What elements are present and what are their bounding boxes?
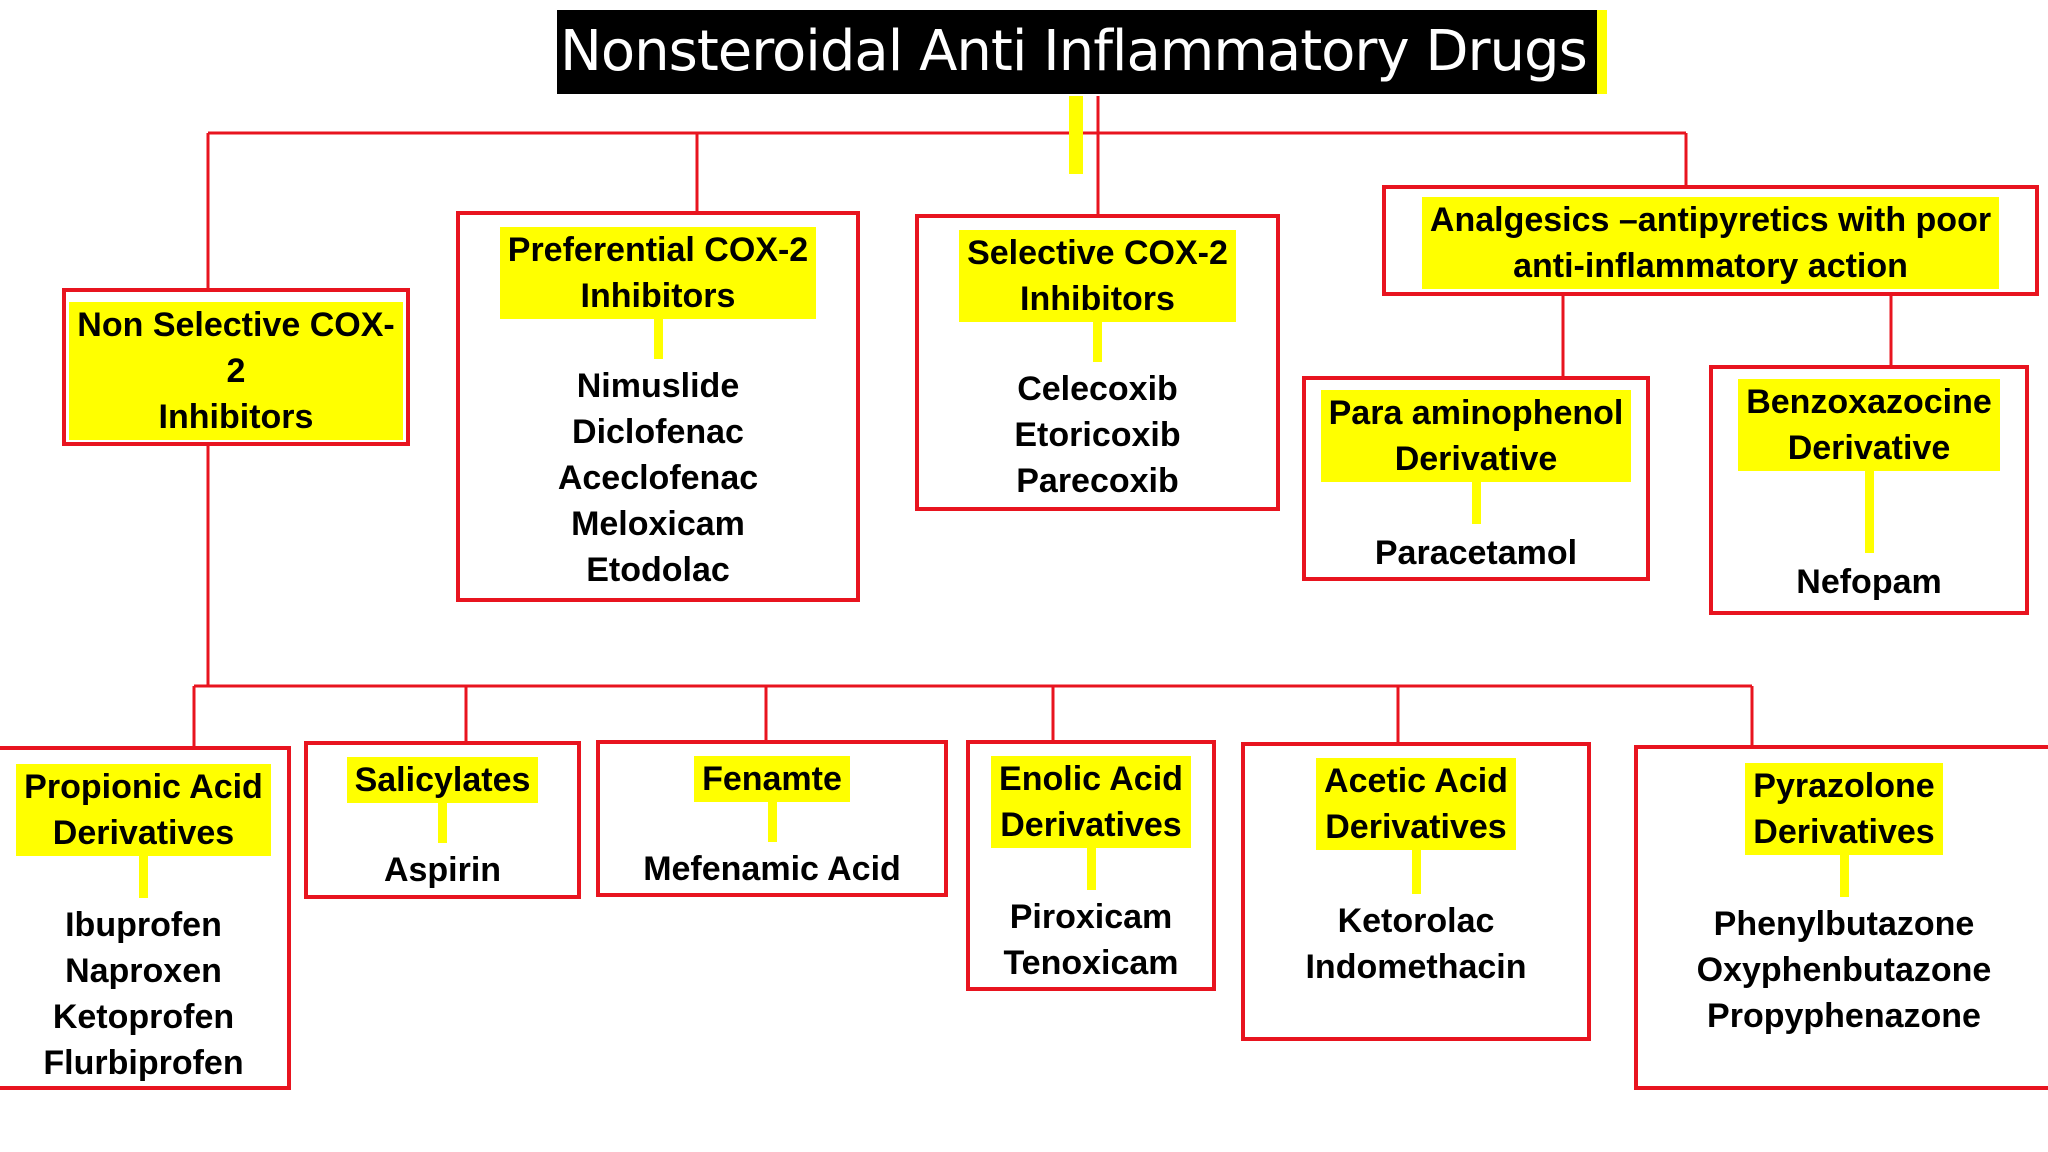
drug-name: Meloxicam: [571, 505, 745, 543]
drug-name: Aspirin: [383, 851, 502, 889]
acetic-heading-line: Acetic Acid: [1324, 762, 1508, 800]
drug-name: Nimuslide: [576, 367, 740, 405]
preferential-highlight-stem: [653, 319, 663, 359]
drug-name: Oxyphenbutazone: [1696, 951, 1992, 989]
drug-name: Tenoxicam: [1003, 944, 1179, 982]
title-highlight-marker: [1069, 96, 1083, 174]
enolic-highlight-stem: [1086, 848, 1096, 890]
drug-name: Ketoprofen: [52, 998, 235, 1036]
acetic-highlight-stem: [1411, 850, 1421, 894]
nonselective-heading-line: Inhibitors: [158, 398, 314, 436]
drug-name: Nefopam: [1796, 563, 1942, 601]
analgesics-box: Analgesics –antipyretics with poor anti-i…: [1382, 185, 2039, 296]
propionic-heading-line: Propionic Acid: [24, 768, 263, 806]
paraaminophenol-heading-line: Derivative: [1394, 440, 1558, 478]
drug-name: Flurbiprofen: [43, 1044, 244, 1082]
salicylates-highlight-stem: [438, 803, 447, 843]
diagram-title: Nonsteroidal Anti Inflammatory Drugs: [557, 10, 1600, 94]
analgesics-heading-line: anti-inflammatory action: [1513, 247, 1908, 285]
salicylates-heading: Salicylates: [346, 757, 539, 803]
benzoxazocine-heading-line: Benzoxazocine: [1746, 383, 1992, 421]
benzoxazocine-drug-list: Nefopam: [1713, 559, 2025, 605]
drug-name: Diclofenac: [572, 413, 744, 451]
fenamte-highlight-stem: [767, 802, 777, 842]
drug-name: Indomethacin: [1305, 948, 1527, 986]
drug-name: Etoricoxib: [1014, 416, 1181, 454]
pyrazolone-highlight-stem: [1839, 855, 1849, 897]
pyrazolone-heading-line: Pyrazolone: [1753, 767, 1935, 805]
drug-name: Celecoxib: [1017, 370, 1178, 408]
pyrazolone-heading-line: Derivatives: [1753, 813, 1935, 851]
paraaminophenol-drug-list: Paracetamol: [1306, 530, 1646, 576]
title-accent-bar: [1597, 10, 1607, 94]
drug-name: Phenylbutazone: [1713, 905, 1975, 943]
enolic-heading-line: Derivatives: [1000, 806, 1182, 844]
drug-name: Piroxicam: [1009, 898, 1173, 936]
drug-name: Naproxen: [65, 952, 222, 990]
selective-heading-line: Inhibitors: [1020, 280, 1175, 318]
propionic-highlight-stem: [139, 856, 148, 898]
fenamte-drug-list: Mefenamic Acid: [600, 846, 944, 892]
drug-name: Etodolac: [586, 551, 730, 589]
analgesics-heading-line: Analgesics –antipyretics with poor: [1429, 201, 1992, 239]
preferential-heading-line: Preferential COX-2: [507, 231, 809, 269]
salicylates-heading-line: Salicylates: [354, 761, 531, 799]
fenamte-heading: Fenamte: [694, 756, 850, 802]
drug-name: Ketorolac: [1337, 902, 1495, 940]
selective-highlight-stem: [1093, 322, 1102, 362]
analgesics-heading: Analgesics –antipyretics with poor anti-i…: [1421, 197, 2000, 289]
drug-name: Aceclofenac: [557, 459, 759, 497]
enolic-heading-line: Enolic Acid: [999, 760, 1183, 798]
preferential-heading-line: Inhibitors: [580, 277, 736, 315]
drug-name: Ibuprofen: [65, 906, 222, 944]
salicylates-drug-list: Aspirin: [308, 847, 577, 893]
benzoxazocine-heading-line: Derivative: [1787, 429, 1951, 467]
propionic-heading-line: Derivatives: [52, 814, 235, 852]
acetic-heading-line: Derivatives: [1325, 808, 1507, 846]
nonselective-heading-line: Non Selective COX-: [77, 306, 395, 344]
paraaminophenol-heading-line: Para aminophenol: [1328, 394, 1624, 432]
drug-name: Propyphenazone: [1707, 997, 1981, 1035]
paraaminophenol-highlight-stem: [1471, 482, 1481, 524]
nonselective-heading-line: 2: [226, 352, 246, 390]
drug-name: Mefenamic Acid: [643, 850, 901, 888]
drug-name: Parecoxib: [1016, 462, 1179, 500]
title-block: Nonsteroidal Anti Inflammatory Drugs: [557, 10, 1600, 94]
selective-heading-line: Selective COX-2: [967, 234, 1228, 272]
fenamte-heading-line: Fenamte: [702, 760, 842, 798]
drug-name: Paracetamol: [1374, 534, 1578, 572]
benzoxazocine-highlight-stem: [1864, 471, 1874, 553]
